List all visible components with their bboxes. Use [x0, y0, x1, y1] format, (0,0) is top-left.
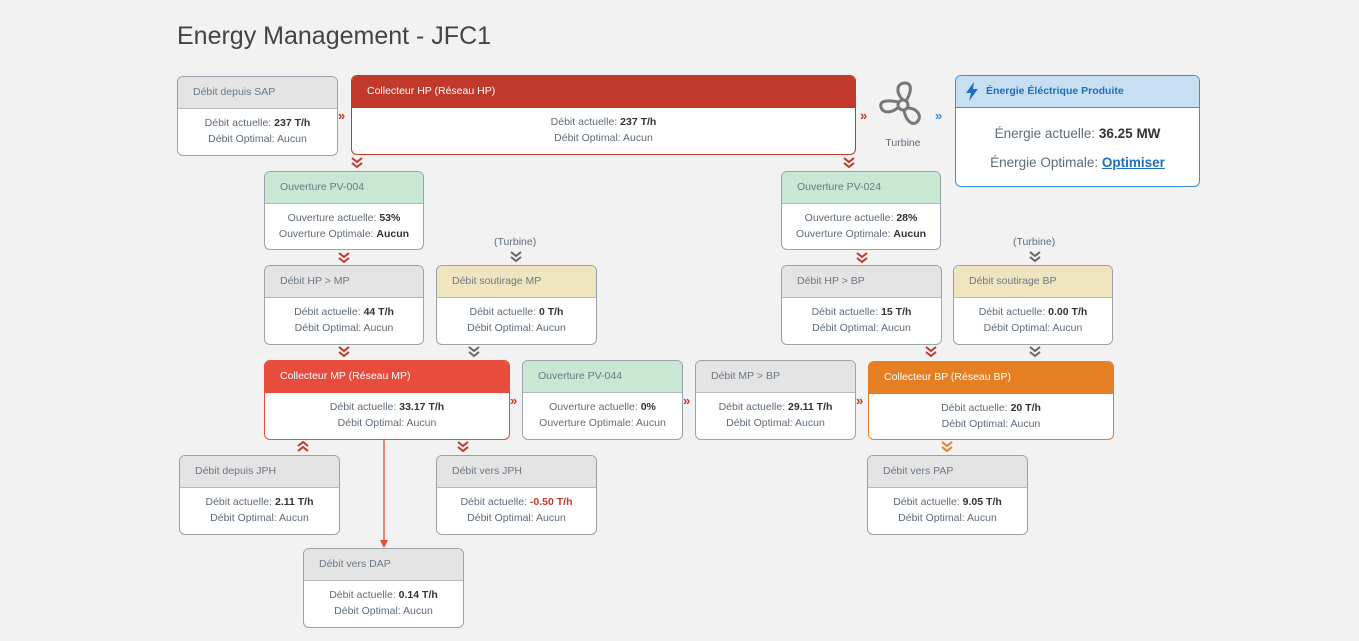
chevron-down-icon	[843, 157, 855, 169]
box-title: Débit vers JPH	[437, 456, 596, 488]
box-hp-mp: Débit HP > MP Débit actuelle: 44 T/h Déb…	[264, 265, 424, 345]
optimal-row: Débit Optimal: Aucun	[941, 418, 1041, 430]
chevron-down-icon	[510, 251, 522, 263]
current-row: Débit actuelle: 9.05 T/h	[893, 496, 1002, 508]
optimal-row: Ouverture Optimale: Aucun	[539, 417, 666, 429]
page-title: Energy Management - JFC1	[177, 22, 492, 50]
optimal-row: Débit Optimal: Aucun	[294, 322, 394, 334]
current-row: Débit actuelle: 15 T/h	[811, 306, 912, 318]
turbine-tag-mp: (Turbine)	[494, 236, 537, 248]
box-title: Collecteur BP (Réseau BP)	[869, 362, 1113, 394]
box-title: Débit soutirage BP	[954, 266, 1112, 298]
box-energie: Énergie Éléctrique Produite Énergie actu…	[955, 75, 1200, 187]
box-title: Débit soutirage MP	[437, 266, 596, 298]
chevron-down-icon	[856, 252, 868, 264]
optimal-row: Débit Optimal: Aucun	[334, 605, 433, 617]
current-row: Débit actuelle: 2.11 T/h	[205, 496, 314, 508]
box-title: Débit depuis JPH	[180, 456, 339, 488]
chevron-down-icon	[925, 346, 937, 358]
box-title: Collecteur HP (Réseau HP)	[352, 76, 855, 108]
arrow-right-icon: »	[856, 393, 863, 408]
arrow-right-icon: »	[683, 393, 690, 408]
box-debit-jph: Débit depuis JPH Débit actuelle: 2.11 T/…	[179, 455, 340, 535]
current-row: Débit actuelle: 0 T/h	[469, 306, 564, 318]
current-row: Ouverture actuelle: 28%	[804, 212, 918, 224]
current-row: Débit actuelle: 20 T/h	[941, 402, 1041, 414]
box-title: Énergie Éléctrique Produite	[956, 76, 1199, 108]
current-row: Débit actuelle: 33.17 T/h	[329, 401, 445, 413]
box-soutirage-bp: Débit soutirage BP Débit actuelle: 0.00 …	[953, 265, 1113, 345]
box-title: Débit HP > MP	[265, 266, 423, 298]
connector-mp-dap	[380, 440, 388, 548]
optimal-row: Débit Optimal: Aucun	[210, 512, 309, 524]
chevron-down-icon	[1029, 346, 1041, 358]
arrow-right-icon: »	[338, 108, 345, 123]
box-collecteur-hp: Collecteur HP (Réseau HP) Débit actuelle…	[351, 75, 856, 155]
chevron-up-icon	[297, 441, 309, 452]
current-row: Débit actuelle: 0.00 T/h	[978, 306, 1088, 318]
box-title: Ouverture PV-004	[265, 172, 423, 204]
box-collecteur-mp: Collecteur MP (Réseau MP) Débit actuelle…	[264, 360, 510, 440]
current-row: Ouverture actuelle: 53%	[287, 212, 401, 224]
chevron-down-icon	[351, 157, 363, 169]
optimal-row: Débit Optimal: Aucun	[467, 512, 566, 524]
box-title: Ouverture PV-044	[523, 361, 682, 393]
box-pv024: Ouverture PV-024 Ouverture actuelle: 28%…	[781, 171, 941, 250]
arrow-right-icon: »	[935, 108, 942, 123]
optimal-row: Ouverture Optimale: Aucun	[278, 228, 410, 240]
box-title: Débit MP > BP	[696, 361, 855, 393]
current-row: Ouverture actuelle: 0%	[549, 401, 656, 413]
current-row: Débit actuelle: 0.14 T/h	[329, 589, 438, 601]
optimal-row: Débit Optimal: Aucun	[208, 133, 307, 145]
arrow-right-icon: »	[860, 108, 867, 123]
optimiser-link[interactable]: Optimiser	[1101, 155, 1165, 170]
arrow-right-icon: »	[510, 393, 517, 408]
box-pv004: Ouverture PV-004 Ouverture actuelle: 53%…	[264, 171, 424, 250]
optimal-row: Débit Optimal: Aucun	[726, 417, 825, 429]
chevron-down-icon	[468, 346, 480, 358]
box-pv044: Ouverture PV-044 Ouverture actuelle: 0% …	[522, 360, 683, 440]
current-row: Débit actuelle: 29.11 T/h	[718, 401, 833, 413]
chevron-down-icon	[1029, 251, 1041, 263]
box-title: Débit vers DAP	[304, 549, 463, 581]
current-row: Débit actuelle: -0.50 T/h	[460, 496, 573, 508]
optimal-row: Débit Optimal: Aucun	[898, 512, 997, 524]
fan-icon	[879, 81, 921, 125]
box-collecteur-bp: Collecteur BP (Réseau BP) Débit actuelle…	[868, 361, 1114, 440]
optimal-row: Débit Optimal: Aucun	[812, 322, 911, 334]
box-debit-sap: Débit depuis SAP Débit actuelle: 237 T/h…	[177, 76, 338, 156]
current-row: Débit actuelle: 237 T/h	[550, 116, 657, 128]
box-title: Débit vers PAP	[868, 456, 1027, 488]
box-mp-bp: Débit MP > BP Débit actuelle: 29.11 T/h …	[695, 360, 856, 440]
current-row: Débit actuelle: 44 T/h	[294, 306, 394, 318]
lightning-icon	[966, 82, 978, 101]
optimal-row: Débit Optimal: Aucun	[467, 322, 566, 334]
box-vers-dap: Débit vers DAP Débit actuelle: 0.14 T/h …	[303, 548, 464, 628]
box-vers-pap: Débit vers PAP Débit actuelle: 9.05 T/h …	[867, 455, 1028, 535]
chevron-down-icon	[941, 441, 953, 453]
current-row: Débit actuelle: 237 T/h	[204, 117, 311, 129]
turbine-tag-bp: (Turbine)	[1013, 236, 1056, 248]
box-title: Débit HP > BP	[782, 266, 941, 298]
optimal-row: Débit Optimal: Aucun	[983, 322, 1083, 334]
chevron-down-icon	[338, 346, 350, 358]
chevron-down-icon	[338, 252, 350, 264]
box-title: Débit depuis SAP	[178, 77, 337, 109]
optimal-row: Débit Optimal: Aucun	[554, 132, 653, 144]
box-title: Ouverture PV-024	[782, 172, 940, 204]
turbine-label: Turbine	[885, 137, 921, 149]
box-vers-jph: Débit vers JPH Débit actuelle: -0.50 T/h…	[436, 455, 597, 535]
box-hp-bp: Débit HP > BP Débit actuelle: 15 T/h Déb…	[781, 265, 942, 345]
energy-current: Énergie actuelle: 36.25 MW	[994, 126, 1161, 141]
optimal-row: Ouverture Optimale: Aucun	[795, 228, 927, 240]
turbine[interactable]: Turbine	[872, 80, 934, 149]
box-title: Collecteur MP (Réseau MP)	[265, 361, 509, 393]
optimal-row: Débit Optimal: Aucun	[337, 417, 437, 429]
box-soutirage-mp: Débit soutirage MP Débit actuelle: 0 T/h…	[436, 265, 597, 345]
chevron-down-icon	[457, 441, 469, 453]
energy-optimal: Énergie Optimale: Optimiser	[990, 155, 1165, 170]
